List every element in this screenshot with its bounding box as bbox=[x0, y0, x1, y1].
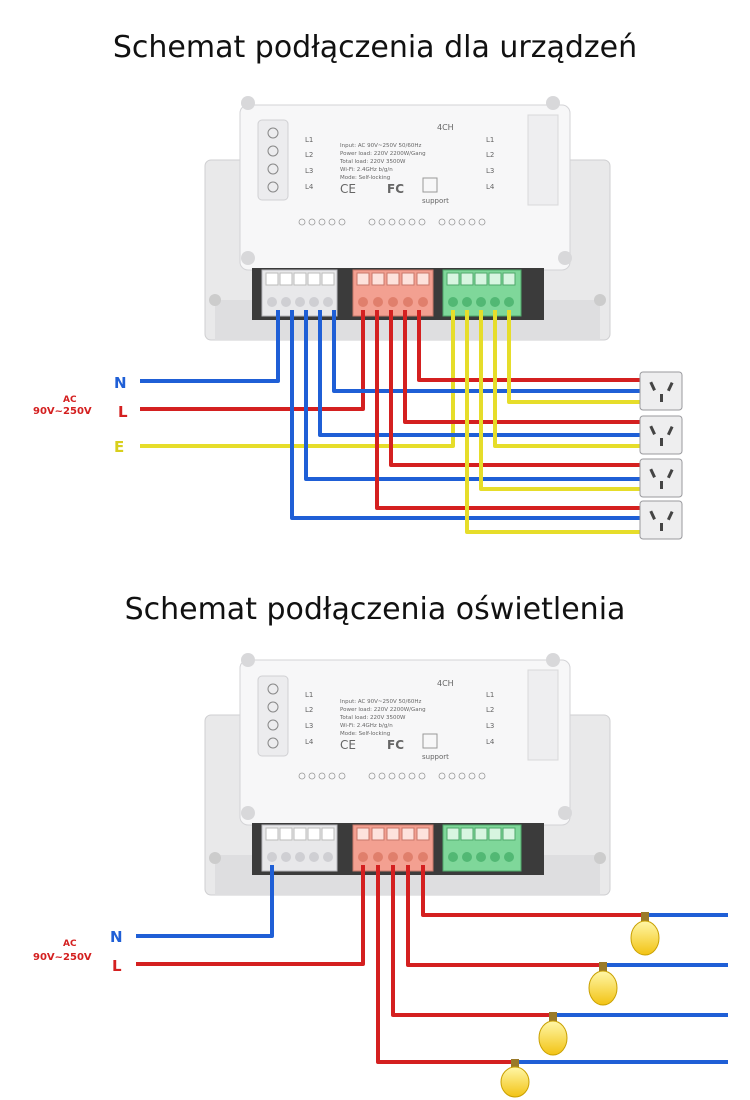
spec-mode: Mode: Self-locking bbox=[340, 731, 390, 737]
left-channel-label: L4 bbox=[305, 183, 314, 191]
light-bulb-icon bbox=[588, 962, 618, 1006]
qr-icon bbox=[422, 177, 438, 193]
voltage-range-label: 90V~250V bbox=[33, 406, 92, 417]
right-channel-label: L4 bbox=[486, 183, 495, 191]
diagram-title-devices: Schemat podłączenia dla urządzeń bbox=[112, 30, 638, 65]
voltage-range-label: 90V~250V bbox=[33, 952, 92, 963]
neutral-label: N bbox=[114, 374, 127, 392]
right-channel-label: L4 bbox=[486, 738, 495, 746]
left-channel-label: L3 bbox=[305, 167, 313, 175]
left-channel-label: L3 bbox=[305, 722, 313, 730]
light-bulb-icon bbox=[500, 1059, 530, 1098]
device-module-top: L1 L2 L3 L4 L1 L2 L3 L4 4CH Input: AC 90… bbox=[204, 96, 611, 341]
qr-icon bbox=[422, 733, 438, 749]
right-channel-label: L3 bbox=[486, 722, 494, 730]
model-label: 4CH bbox=[437, 123, 454, 132]
ac-label: AC bbox=[63, 939, 77, 949]
right-channel-label: L3 bbox=[486, 167, 494, 175]
support-label: support bbox=[422, 197, 449, 205]
wires-devices bbox=[140, 310, 640, 534]
wires-lighting bbox=[136, 865, 728, 1064]
spec-mode: Mode: Self-locking bbox=[340, 175, 390, 181]
spec-input: Input: AC 90V~250V 50/60Hz bbox=[340, 143, 421, 149]
right-channel-label: L2 bbox=[486, 151, 494, 159]
left-channel-label: L2 bbox=[305, 706, 313, 714]
diagram-title-lighting: Schemat podłączenia oświetlenia bbox=[124, 592, 626, 627]
outlet-icon bbox=[639, 415, 683, 455]
neutral-label: N bbox=[110, 928, 123, 946]
earth-label: E bbox=[114, 438, 124, 456]
spec-power-load: Power load: 220V 2200W/Gang bbox=[340, 707, 426, 713]
outlet-icon bbox=[639, 500, 683, 540]
spec-total-load: Total load: 220V 3500W bbox=[339, 715, 406, 721]
device-module-bottom: L1 L2 L3 L4 L1 L2 L3 L4 4CH Input: AC 90… bbox=[204, 653, 611, 896]
spec-wifi: Wi-Fi: 2.4GHz b/g/n bbox=[340, 167, 393, 173]
spec-input: Input: AC 90V~250V 50/60Hz bbox=[340, 699, 421, 705]
fc-mark: FC bbox=[387, 182, 404, 196]
left-channel-label: L2 bbox=[305, 151, 313, 159]
spec-wifi: Wi-Fi: 2.4GHz b/g/n bbox=[340, 723, 393, 729]
live-label: L bbox=[112, 957, 122, 975]
left-channel-label: L4 bbox=[305, 738, 314, 746]
model-label: 4CH bbox=[437, 679, 454, 688]
ac-label: AC bbox=[63, 395, 77, 405]
light-bulb-icon bbox=[630, 912, 660, 956]
live-label: L bbox=[118, 403, 128, 421]
outlet-icon bbox=[639, 458, 683, 498]
left-channel-label: L1 bbox=[305, 691, 313, 699]
right-channel-label: L1 bbox=[486, 136, 494, 144]
right-channel-label: L2 bbox=[486, 706, 494, 714]
outlet-icon bbox=[639, 371, 683, 411]
left-channel-label: L1 bbox=[305, 136, 313, 144]
spec-total-load: Total load: 220V 3500W bbox=[339, 159, 406, 165]
spec-power-load: Power load: 220V 2200W/Gang bbox=[340, 151, 426, 157]
right-channel-label: L1 bbox=[486, 691, 494, 699]
ce-mark: CE bbox=[340, 738, 356, 752]
light-bulb-icon bbox=[538, 1012, 568, 1056]
support-label: support bbox=[422, 753, 449, 761]
fc-mark: FC bbox=[387, 738, 404, 752]
ce-mark: CE bbox=[340, 182, 356, 196]
